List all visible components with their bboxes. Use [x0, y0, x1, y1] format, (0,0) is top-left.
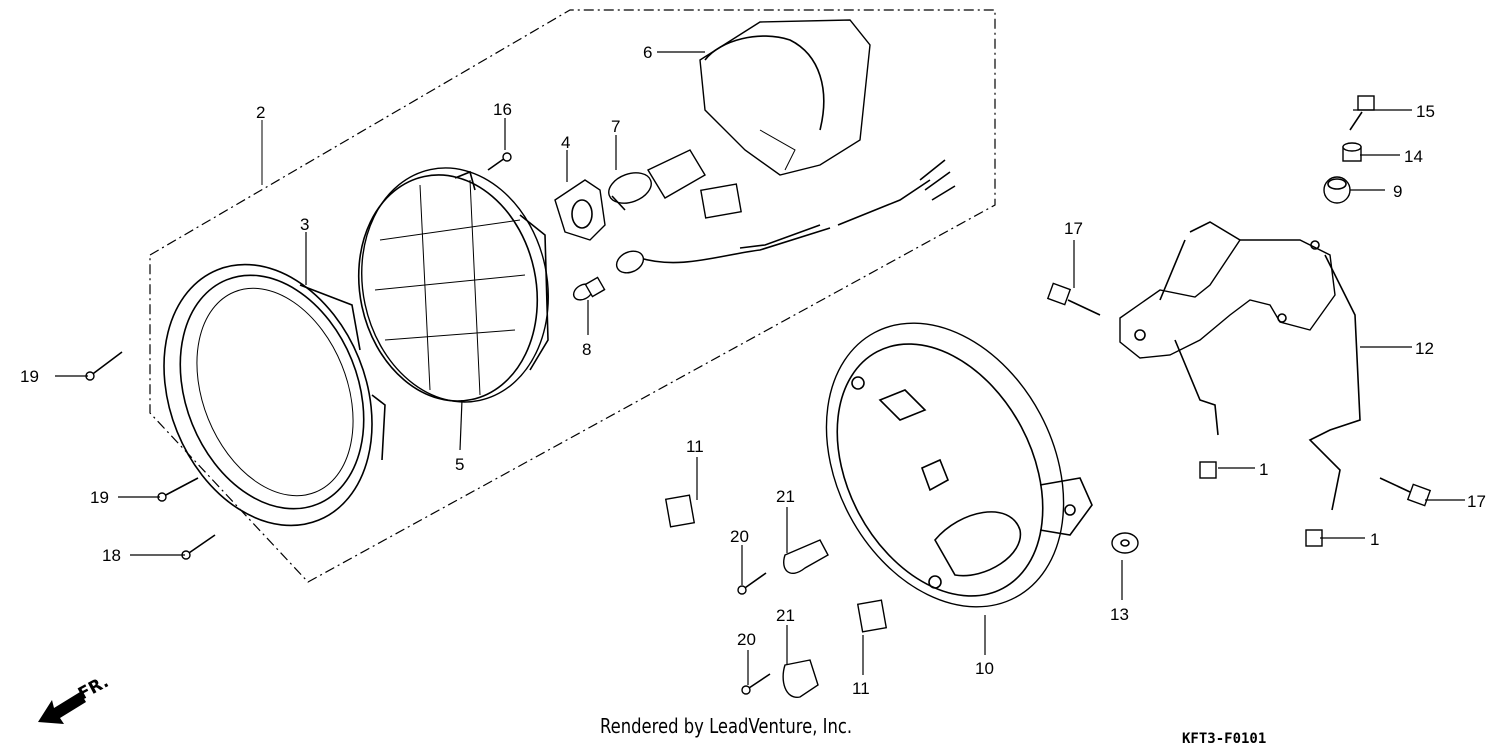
headlight-lens-unit [357, 167, 549, 403]
label-part-10: 10 [975, 659, 994, 678]
nut-1-lower [1305, 529, 1323, 547]
label-part-17-lower: 17 [1467, 492, 1486, 511]
label-part-18: 18 [102, 546, 121, 565]
label-part-13: 13 [1110, 605, 1129, 624]
label-part-7: 7 [611, 117, 620, 136]
clamp-21-lower [782, 659, 819, 698]
dust-cover [699, 19, 871, 176]
bolt-15 [1349, 95, 1375, 131]
leader-lines [55, 51, 1465, 685]
position-bulb [572, 276, 606, 301]
nut-1-upper [1199, 461, 1217, 479]
bolt-17-lower [1379, 477, 1432, 507]
clamp-21-upper [783, 539, 829, 574]
label-part-1-upper: 1 [1259, 460, 1268, 479]
wiring-harness [615, 159, 956, 274]
label-part-14: 14 [1404, 147, 1423, 166]
screw-20-lower [741, 673, 771, 695]
grommet-9 [1323, 176, 1351, 204]
label-part-20-upper: 20 [730, 527, 749, 546]
clip-11-upper [664, 494, 696, 528]
screw-16 [487, 152, 512, 171]
bolt-17-upper [1046, 282, 1101, 316]
collar-14 [1342, 142, 1362, 162]
label-part-17-upper: 17 [1064, 219, 1083, 238]
label-part-21-lower: 21 [776, 606, 795, 625]
label-part-12: 12 [1415, 339, 1434, 358]
footer-credit: Rendered by LeadVenture, Inc. [600, 714, 853, 738]
label-part-15: 15 [1416, 102, 1435, 121]
front-direction-arrow: FR. [38, 672, 112, 724]
label-part-6: 6 [643, 43, 652, 62]
label-part-20-lower: 20 [737, 630, 756, 649]
label-part-8: 8 [582, 340, 591, 359]
headlight-bracket [1119, 221, 1361, 511]
label-part-11-upper: 11 [686, 437, 704, 456]
headlight-bulb [608, 149, 706, 211]
part-labels: 2 3 5 4 6 7 8 16 15 14 9 17 12 1 17 1 13… [20, 43, 1486, 698]
screw-19-lower [157, 477, 199, 502]
label-part-21-upper: 21 [776, 487, 795, 506]
label-part-9: 9 [1393, 182, 1402, 201]
headlight-rim [163, 263, 386, 527]
label-part-3: 3 [300, 215, 309, 234]
screw-19-upper [85, 351, 123, 381]
label-part-11-lower: 11 [852, 679, 870, 698]
diagram-code: KFT3-F0101 [1182, 731, 1267, 747]
screw-18 [181, 534, 216, 560]
label-part-19-lower: 19 [90, 488, 109, 507]
screw-20-upper [737, 572, 767, 595]
clip-11-lower [856, 599, 888, 633]
label-part-4: 4 [561, 133, 570, 152]
label-part-5: 5 [455, 455, 464, 474]
assembly-outline [149, 9, 996, 583]
label-part-2: 2 [256, 103, 265, 122]
label-part-1-lower: 1 [1370, 530, 1379, 549]
label-part-19-upper: 19 [20, 367, 39, 386]
socket-cover [554, 179, 606, 241]
headlight-case [825, 322, 1093, 608]
label-part-16: 16 [493, 100, 512, 119]
washer-13 [1111, 532, 1139, 554]
